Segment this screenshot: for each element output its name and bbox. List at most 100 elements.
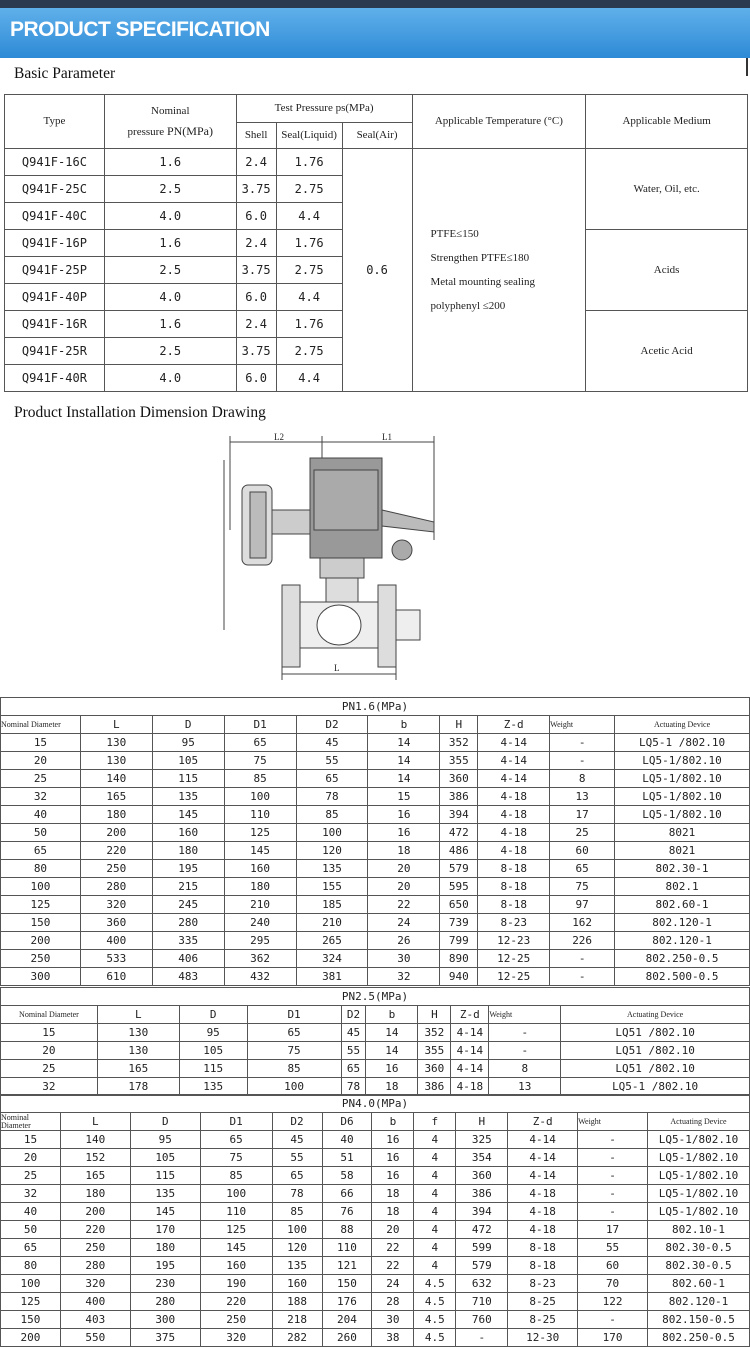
table-cell: 14 (365, 1023, 419, 1042)
pn40-title: PN4.0(MPa) (0, 1094, 750, 1113)
col-header: f (413, 1112, 457, 1131)
seal-air-cell: 0.6 (341, 148, 413, 392)
table-cell: 802.250-0.5 (614, 949, 750, 968)
table-cell: 16 (371, 1130, 415, 1149)
table-cell: 406 (151, 949, 225, 968)
table-cell: 18 (367, 841, 441, 860)
table-cell: 394 (439, 805, 479, 824)
table-cell: 100 (0, 1274, 61, 1293)
table-cell: 360 (417, 1059, 452, 1078)
table-cell: 4-14 (507, 1166, 579, 1185)
table-cell: 13 (488, 1077, 562, 1096)
table-cell: 802.60-1 (614, 895, 750, 914)
table-cell: 4-18 (450, 1077, 490, 1096)
temperature-cell: PTFE≤150 Strengthen PTFE≤180 Metal mount… (411, 148, 587, 392)
table-cell: 120 (295, 841, 369, 860)
table-cell: 280 (59, 1256, 131, 1275)
table-cell: 760 (455, 1310, 509, 1329)
table-cell: 472 (455, 1220, 509, 1239)
shell-cell: 2.4 (235, 310, 277, 338)
table-cell: 100 (223, 787, 297, 806)
table-cell: 145 (223, 841, 297, 860)
table-cell: 135 (178, 1077, 248, 1096)
table-cell: 20 (0, 1041, 98, 1060)
type-cell: Q941F-16C (4, 148, 105, 176)
table-cell: 170 (577, 1328, 649, 1347)
table-cell: 178 (96, 1077, 180, 1096)
table-cell: 799 (439, 931, 479, 950)
table-cell: 22 (367, 895, 441, 914)
table-cell: 200 (0, 931, 81, 950)
table-cell: 12-25 (477, 967, 551, 986)
col-header: H (455, 1112, 509, 1131)
table-cell: 8-23 (477, 913, 551, 932)
table-cell: 245 (151, 895, 225, 914)
table-cell: 802.30-1 (614, 859, 750, 878)
table-cell: 70 (577, 1274, 649, 1293)
table-cell: 650 (439, 895, 479, 914)
table-cell: 55 (577, 1238, 649, 1257)
table-cell: 65 (199, 1130, 273, 1149)
table-cell: 4-14 (450, 1023, 490, 1042)
table-cell: 4-18 (507, 1202, 579, 1221)
table-cell: 18 (371, 1184, 415, 1203)
table-cell: 12-25 (477, 949, 551, 968)
table-cell: 4.5 (413, 1292, 457, 1311)
table-cell: 17 (577, 1220, 649, 1239)
pn-cell: 4.0 (103, 202, 237, 230)
table-cell: 58 (321, 1166, 373, 1185)
banner: PRODUCT SPECIFICATION (0, 8, 750, 58)
table-cell: 400 (79, 931, 153, 950)
table-cell: LQ51 /802.10 (560, 1059, 750, 1078)
table-cell: 190 (199, 1274, 273, 1293)
col-header: Actuating Device (560, 1005, 750, 1024)
table-cell: 65 (295, 769, 369, 788)
table-cell: 533 (79, 949, 153, 968)
table-cell: 220 (59, 1220, 131, 1239)
table-cell: 8-18 (507, 1238, 579, 1257)
col-header: Weight (577, 1112, 649, 1131)
table-cell: 4 (413, 1166, 457, 1185)
table-cell: 97 (549, 895, 616, 914)
table-cell: 140 (79, 769, 153, 788)
table-cell: 295 (223, 931, 297, 950)
table-cell: 145 (129, 1202, 201, 1221)
header-pn: PN(MPa) (166, 124, 213, 138)
table-cell: - (577, 1202, 649, 1221)
type-cell: Q941F-25P (4, 256, 105, 284)
col-header: b (365, 1005, 419, 1024)
col-header: L (96, 1005, 180, 1024)
table-cell: 130 (96, 1023, 180, 1042)
top-bar (0, 0, 750, 8)
col-header: H (439, 715, 479, 734)
table-cell: 802.60-1 (647, 1274, 750, 1293)
table-cell: 130 (79, 751, 153, 770)
table-cell: 802.1 (614, 877, 750, 896)
table-cell: 240 (223, 913, 297, 932)
table-cell: 25 (0, 1166, 61, 1185)
table-cell: 599 (455, 1238, 509, 1257)
table-cell: 125 (0, 895, 81, 914)
table-cell: 12-30 (507, 1328, 579, 1347)
col-header-diameter: Diameter (1, 1120, 31, 1130)
table-cell: 26 (367, 931, 441, 950)
table-cell: 105 (151, 751, 225, 770)
table-cell: 200 (0, 1328, 61, 1347)
table-cell: - (549, 733, 616, 752)
table-cell: 354 (455, 1148, 509, 1167)
table-cell: 65 (0, 841, 81, 860)
table-cell: 145 (199, 1238, 273, 1257)
table-cell: 125 (199, 1220, 273, 1239)
temp-line: PTFE≤150 (430, 228, 479, 240)
table-cell: 710 (455, 1292, 509, 1311)
table-cell: 60 (577, 1256, 649, 1275)
table-cell: 32 (0, 1184, 61, 1203)
table-cell: 940 (439, 967, 479, 986)
